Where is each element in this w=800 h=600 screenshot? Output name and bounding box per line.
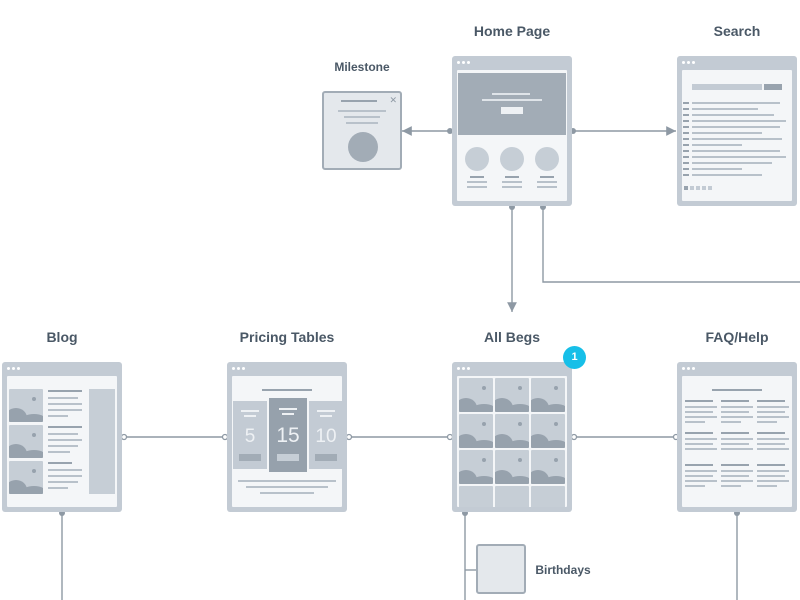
price-column: 10: [309, 401, 342, 469]
price-value: 10: [315, 426, 337, 447]
image-icon: [495, 378, 529, 412]
all-begs-wireframe[interactable]: [452, 362, 572, 512]
hero-banner: [458, 73, 566, 135]
milestone-label: Milestone: [334, 60, 390, 74]
image-icon: [495, 486, 529, 507]
home-page-label: Home Page: [473, 23, 551, 39]
pricing-tables-wireframe[interactable]: 5 15 10: [227, 362, 347, 512]
image-icon: [531, 486, 565, 507]
image-icon: [495, 450, 529, 484]
image-icon: [459, 450, 493, 484]
image-icon: [9, 425, 43, 458]
search-wireframe[interactable]: [677, 56, 797, 206]
feature-circle: [500, 147, 524, 171]
image-icon: [531, 414, 565, 448]
image-icon: [459, 414, 493, 448]
all-begs-label: All Begs: [483, 329, 540, 345]
notification-badge[interactable]: 1: [563, 346, 586, 369]
search-label: Search: [713, 23, 761, 39]
price-value: 5: [244, 426, 256, 447]
search-button: [764, 84, 782, 90]
image-icon: [459, 378, 493, 412]
search-field: [692, 84, 762, 90]
close-icon[interactable]: ✕: [389, 95, 397, 105]
feature-circle: [535, 147, 559, 171]
price-value: 15: [276, 424, 300, 447]
price-column-featured: 15: [269, 398, 307, 472]
home-page-wireframe[interactable]: [452, 56, 572, 206]
feature-circle: [465, 147, 489, 171]
milestone-avatar: [348, 132, 378, 162]
connector-home-right: [542, 207, 800, 283]
blog-label: Blog: [46, 329, 78, 345]
sidebar-block: [89, 389, 115, 494]
faq-help-wireframe[interactable]: [677, 362, 797, 512]
image-icon: [459, 486, 493, 507]
birthdays-label: Birthdays: [535, 563, 591, 577]
pricing-tables-label: Pricing Tables: [239, 329, 335, 345]
image-icon: [9, 389, 43, 422]
blog-wireframe[interactable]: [2, 362, 122, 512]
image-icon: [531, 450, 565, 484]
milestone-modal[interactable]: ✕: [322, 91, 402, 170]
birthdays-node[interactable]: [476, 544, 526, 594]
image-icon: [9, 461, 43, 494]
price-column: 5: [233, 401, 267, 469]
faq-help-label: FAQ/Help: [705, 329, 769, 345]
image-icon: [531, 378, 565, 412]
pagination-dot: [684, 186, 688, 190]
image-icon: [495, 414, 529, 448]
